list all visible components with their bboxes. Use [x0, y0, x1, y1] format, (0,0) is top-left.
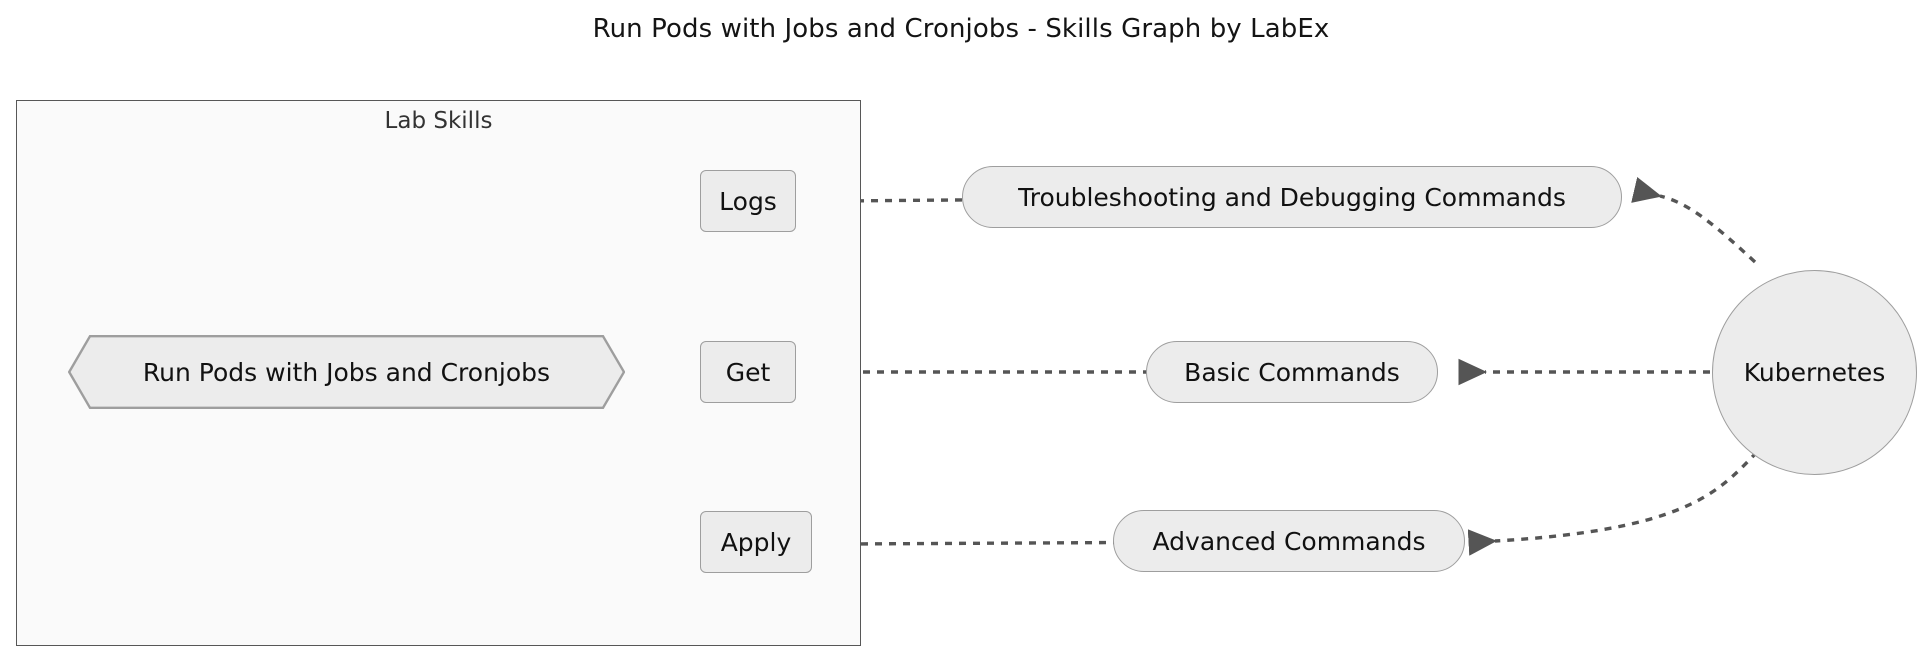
hexagon-shape [68, 335, 625, 409]
page-title: Run Pods with Jobs and Cronjobs - Skills… [592, 14, 1330, 44]
node-logs[interactable]: Logs [700, 170, 796, 232]
node-troubleshooting-and-debugging-commands[interactable]: Troubleshooting and Debugging Commands [962, 166, 1622, 228]
node-label: Advanced Commands [1152, 526, 1426, 556]
node-kubernetes[interactable]: Kubernetes [1712, 270, 1917, 475]
node-label: Basic Commands [1184, 357, 1400, 387]
node-label: Troubleshooting and Debugging Commands [1018, 182, 1566, 212]
node-label: Logs [719, 186, 777, 216]
node-label: Get [725, 357, 771, 387]
node-run-pods-with-jobs-and-cronjobs[interactable]: Run Pods with Jobs and Cronjobs [68, 335, 625, 409]
node-advanced-commands[interactable]: Advanced Commands [1113, 510, 1465, 572]
node-apply[interactable]: Apply [700, 511, 812, 573]
node-basic-commands[interactable]: Basic Commands [1146, 341, 1438, 403]
edge-advanced-apply [818, 530, 1401, 558]
node-label: Run Pods with Jobs and Cronjobs [142, 357, 551, 387]
node-get[interactable]: Get [700, 341, 796, 403]
edge-kubernetes-troubleshooting [1631, 177, 1757, 264]
edge-kubernetes-advanced [1467, 450, 1759, 556]
lab-skills-cluster-label: Lab Skills [384, 108, 493, 134]
node-label: Kubernetes [1743, 358, 1886, 387]
node-label: Apply [720, 527, 792, 557]
